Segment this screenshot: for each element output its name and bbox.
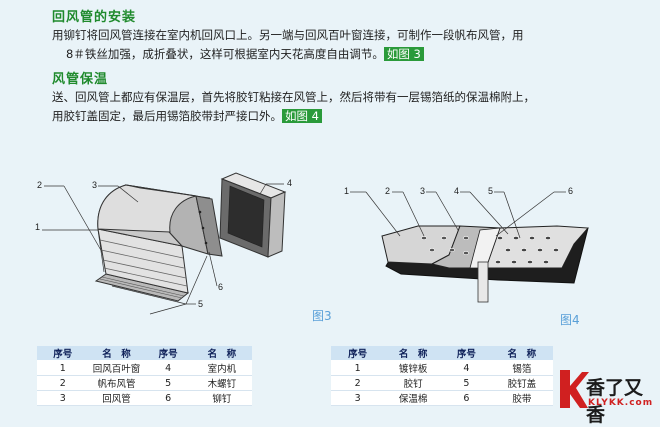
- watermark-url: KLYKK.com: [588, 398, 654, 408]
- table-row: 3 保温棉 6 胶带: [331, 390, 553, 406]
- figure-3-parts-table: 序号 名 称 序号 名 称 1 回风百叶窗 4 室内机 2 帆布风管 5 木螺钉…: [37, 346, 252, 406]
- fig4-label-2: 2: [385, 186, 390, 196]
- cell: 1: [37, 360, 89, 376]
- col-header-index: 序号: [441, 346, 491, 361]
- cell: 3: [331, 390, 385, 406]
- pin-caps: [495, 236, 559, 264]
- section-title-return-duct: 回风管的安装: [52, 10, 137, 25]
- fig3-label-5: 5: [198, 299, 203, 309]
- cell: 回风百叶窗: [88, 360, 145, 376]
- col-header-name: 名 称: [191, 346, 252, 361]
- fig4-label-5: 5: [488, 186, 493, 196]
- fig3-label-1: 1: [35, 222, 40, 232]
- cell: 6: [144, 390, 192, 406]
- indoor-unit: [219, 172, 287, 258]
- figure-4-diagram: [350, 191, 590, 303]
- cell: 1: [331, 360, 385, 376]
- section-body-return-duct: 用铆钉将回风管连接在室内机回风口上。另一端与回风百叶窗连接，可制作一段帆布风管，…: [52, 26, 644, 64]
- section-title-insulation: 风管保温: [52, 72, 109, 87]
- table-row: 2 胶钉 5 胶钉盖: [331, 375, 553, 391]
- col-header-index: 序号: [144, 346, 192, 361]
- table-header-row: 序号 名 称 序号 名 称: [331, 346, 553, 361]
- col-header-name: 名 称: [490, 346, 553, 361]
- cell: 回风管: [88, 390, 145, 406]
- fig4-label-6: 6: [568, 186, 573, 196]
- table-row: 2 帆布风管 5 木螺钉: [37, 375, 252, 391]
- cell: 木螺钉: [191, 375, 252, 391]
- cell: 4: [144, 360, 192, 376]
- figure-3-reference: 如图 3: [383, 47, 424, 61]
- cell: 5: [144, 375, 192, 391]
- fig3-label-6: 6: [218, 282, 223, 292]
- cell: 4: [441, 360, 491, 376]
- cell: 2: [37, 375, 89, 391]
- cell: 铆钉: [191, 390, 252, 406]
- figure-3-caption: 图3: [312, 309, 332, 323]
- fig3-label-4: 4: [287, 178, 292, 188]
- figure-4-reference: 如图 4: [282, 109, 322, 123]
- figure-3-diagram: [42, 172, 287, 315]
- fig3-label-2: 2: [37, 180, 42, 190]
- table-row: 1 镀锌板 4 锡箔: [331, 360, 553, 376]
- col-header-index: 序号: [37, 346, 89, 361]
- cell: 胶钉: [384, 375, 442, 391]
- fig4-label-1: 1: [344, 186, 349, 196]
- table-row: 1 回风百叶窗 4 室内机: [37, 360, 252, 376]
- section-body-insulation: 送、回风管上都应有保温层，首先将胶钉粘接在风管上，然后将带有一层锡箔纸的保温棉附…: [52, 88, 644, 126]
- cell: 胶带: [490, 390, 553, 406]
- col-header-index: 序号: [331, 346, 385, 361]
- col-header-name: 名 称: [384, 346, 442, 361]
- body-line: 送、回风管上都应有保温层，首先将胶钉粘接在风管上，然后将带有一层锡箔纸的保温棉附…: [52, 90, 535, 104]
- fig3-label-3: 3: [92, 180, 97, 190]
- body-line: 8＃铁丝加强，成折叠状，这样可根据室内天花高度自由调节。如图 3: [52, 45, 644, 64]
- cell: 3: [37, 390, 89, 406]
- cell: 帆布风管: [88, 375, 145, 391]
- adhesive-pins: [421, 236, 469, 255]
- body-line: 用铆钉将回风管连接在室内机回风口上。另一端与回风百叶窗连接，可制作一段帆布风管，…: [52, 28, 524, 42]
- cell: 5: [441, 375, 491, 391]
- cell: 保温棉: [384, 390, 442, 406]
- cell: 2: [331, 375, 385, 391]
- fig4-label-4: 4: [454, 186, 459, 196]
- figure-4-caption: 图4: [560, 313, 580, 327]
- table-row: 3 回风管 6 铆钉: [37, 390, 252, 406]
- diagrams: 2 3 1 4 6 5 1 2 3 4 5 6 图3 图4: [35, 172, 590, 327]
- cell: 6: [441, 390, 491, 406]
- table-header-row: 序号 名 称 序号 名 称: [37, 346, 252, 361]
- fig4-label-3: 3: [420, 186, 425, 196]
- site-logo-icon: [560, 370, 589, 408]
- figure-4-parts-table: 序号 名 称 序号 名 称 1 镀锌板 4 锡箔 2 胶钉 5 胶钉盖 3 保温…: [331, 346, 553, 406]
- cell: 胶钉盖: [490, 375, 553, 391]
- body-line: 用胶钉盖固定，最后用锡箔胶带封严接口外。如图 4: [52, 107, 644, 126]
- cell: 室内机: [191, 360, 252, 376]
- col-header-name: 名 称: [88, 346, 145, 361]
- cell: 镀锌板: [384, 360, 442, 376]
- cell: 锡箔: [490, 360, 553, 376]
